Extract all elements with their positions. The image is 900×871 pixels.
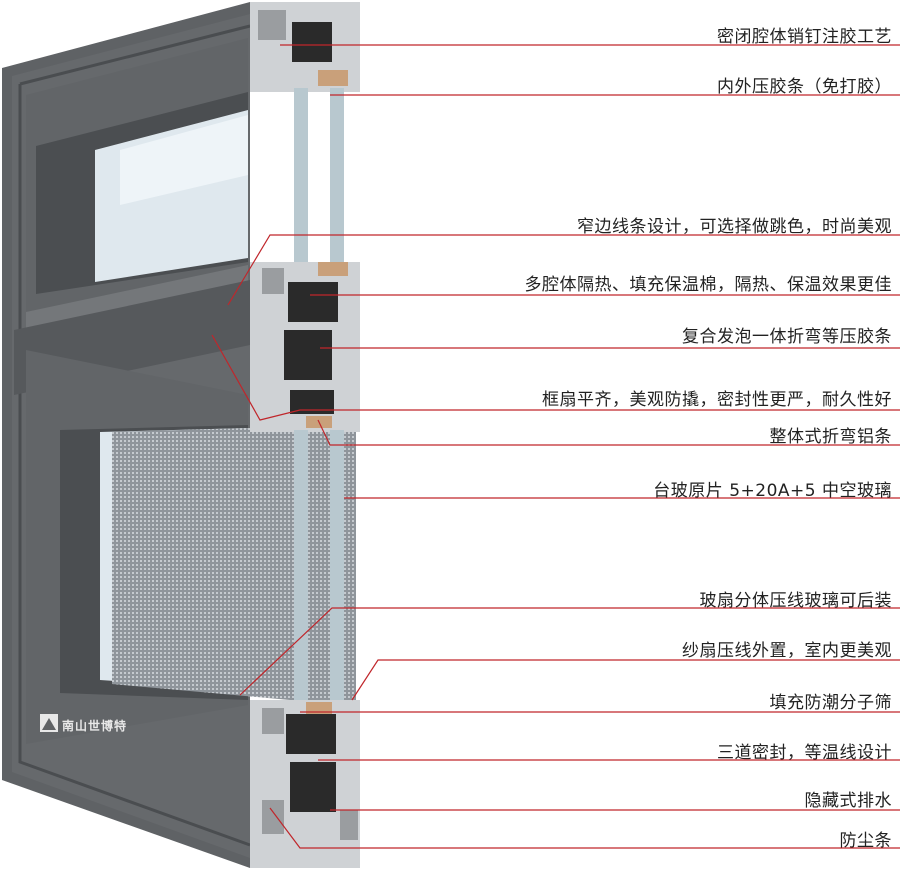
profile-section	[250, 2, 360, 868]
leader-lines	[211, 44, 900, 849]
callout-label: 多腔体隔热、填充保温棉，隔热、保温效果更佳	[524, 275, 892, 295]
callout-label: 三道密封，等温线设计	[717, 743, 892, 763]
callout-label: 台玻原片 5+20A+5 中空玻璃	[653, 481, 892, 501]
brand-logo-text: 南山世博特	[62, 719, 128, 733]
insect-screen	[112, 425, 356, 706]
callout-label: 纱扇压线外置，室内更美观	[682, 641, 892, 661]
callout-label: 窄边线条设计，可选择做跳色，时尚美观	[577, 217, 892, 237]
callout-label: 填充防潮分子筛	[769, 693, 892, 713]
frame-groove	[18, 84, 251, 847]
upper-glass-sheen	[120, 115, 248, 205]
callout-label: 密闭腔体销钉注胶工艺	[717, 27, 892, 47]
mountain-logo-icon	[40, 714, 58, 732]
callout-label: 内外压胶条（免打胶）	[717, 77, 892, 97]
callout-label: 整体式折弯铝条	[769, 427, 892, 447]
callout-label: 复合发泡一体折弯等压胶条	[682, 327, 892, 347]
frame-groove	[19, 24, 251, 86]
callout-label: 隐藏式排水	[804, 791, 892, 811]
callout-label: 玻扇分体压线玻璃可后装	[699, 591, 892, 611]
callout-label: 框扇平齐，美观防撬，密封性更严，耐久性好	[542, 390, 892, 410]
callout-label: 防尘条	[839, 831, 892, 851]
